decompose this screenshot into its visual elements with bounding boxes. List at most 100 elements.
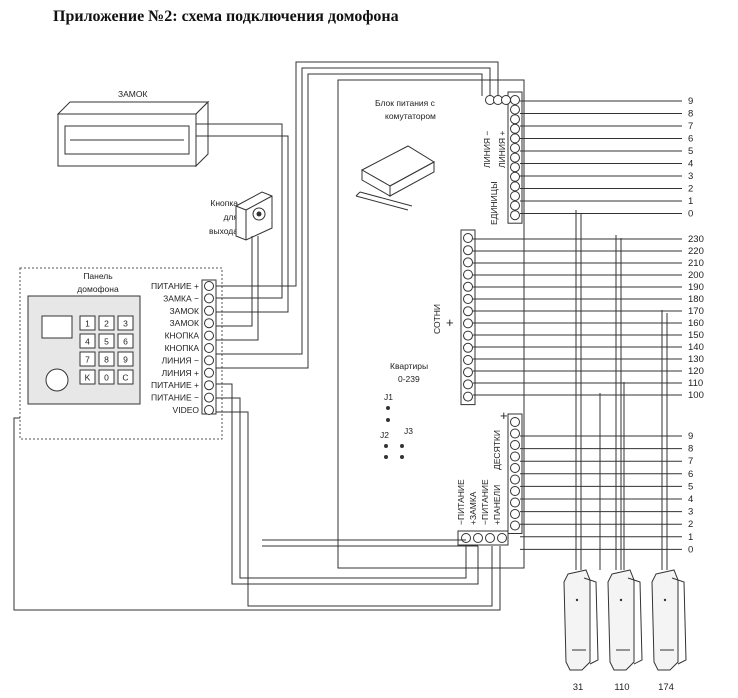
terminal [510, 428, 520, 439]
power-terminal [473, 533, 483, 543]
bottom-term-2: +ЗАМКА [468, 491, 478, 525]
terminal [510, 104, 520, 115]
jumper-j3: J3 [404, 426, 413, 436]
handset: 174 [651, 569, 687, 693]
terminal [463, 379, 473, 390]
panel-terminal-label: VIDEO [173, 405, 200, 415]
keypad-key-label: 5 [104, 337, 109, 347]
jumper-j2: J2 [380, 430, 389, 440]
terminal [510, 152, 520, 163]
panel-terminals: ПИТАНИЕ +ЗАМКА −ЗАМОКЗАМОККНОПКАКНОПКАЛИ… [151, 281, 214, 415]
units-output-label: 0 [688, 209, 693, 220]
tens-terminal-block [507, 413, 523, 534]
keypad-key [98, 369, 115, 385]
panel-terminal [204, 367, 214, 378]
power-terminal [497, 533, 507, 543]
panel-terminal [204, 380, 214, 391]
exit-button-device: Кнопка для выхода [209, 191, 273, 241]
apartments-label-2: 0-239 [398, 374, 420, 384]
keypad-key-label: 2 [104, 319, 109, 329]
hundreds-terminal-block [460, 229, 476, 406]
keypad-key-label: 8 [104, 355, 109, 365]
tens-label: ДЕСЯТКИ [492, 430, 502, 470]
tens-output-label: 2 [688, 519, 693, 530]
terminal [510, 200, 520, 211]
terminal [510, 474, 520, 485]
hundreds-output-label: 140 [688, 342, 704, 353]
terminal [463, 257, 473, 268]
units-output-label: 6 [688, 134, 693, 145]
keypad-key-label: 9 [123, 355, 128, 365]
hundreds-output-label: 160 [688, 318, 704, 329]
terminal [510, 497, 520, 508]
hundreds-output-label: 200 [688, 270, 704, 281]
hundreds-output-label: 210 [688, 258, 704, 269]
handset: 31 [563, 569, 599, 693]
liniya-minus-label: ЛИНИЯ − [482, 131, 492, 168]
units-output-label: 4 [688, 159, 693, 170]
handset: 110 [607, 569, 643, 693]
units-terminal-block [485, 91, 523, 224]
panel-terminal-label: ЛИНИЯ − [162, 355, 199, 365]
units-output-label: 1 [688, 196, 693, 207]
hundreds-output-label: 190 [688, 282, 704, 293]
keypad-key-label: 4 [85, 337, 90, 347]
lock-device: ЗАМОК [56, 89, 210, 168]
panel-terminal-label: КНОПКА [165, 343, 200, 353]
panel-terminal-label: ПИТАНИЕ + [151, 281, 199, 291]
panel-terminal [204, 343, 214, 353]
units-output-label: 3 [688, 171, 693, 182]
units-output-label: 8 [688, 109, 693, 120]
panel-terminal-label: ЗАМОК [170, 306, 199, 316]
keypad-key [98, 333, 115, 349]
handset-label: 31 [573, 682, 584, 693]
keypad-key [79, 351, 96, 367]
handset-label: 110 [614, 682, 629, 693]
keypad-key-label: C [122, 373, 128, 383]
keypad-key-label: 6 [123, 337, 128, 347]
terminal [510, 133, 520, 144]
tens-sign: + [500, 408, 508, 423]
bottom-term-1: −ПИТАНИЕ [456, 479, 466, 525]
tens-output-label: 3 [688, 507, 693, 518]
apartments-label-1: Квартиры [390, 361, 428, 371]
tens-output-label: 9 [688, 431, 693, 442]
terminal [510, 171, 520, 182]
terminal [463, 281, 473, 292]
power-unit-label-1: Блок питания с [375, 98, 436, 108]
panel-title-2: домофона [77, 284, 119, 294]
terminal [510, 210, 520, 221]
terminal [510, 162, 520, 173]
tens-output-label: 8 [688, 444, 693, 455]
panel-terminal [204, 355, 214, 366]
hundreds-label: СОТНИ [432, 304, 442, 334]
exit-button-label-3: выхода [209, 226, 238, 236]
tens-output-label: 4 [688, 494, 693, 505]
hundreds-output-label: 120 [688, 366, 704, 377]
terminal [463, 330, 473, 341]
terminal [510, 95, 520, 105]
keypad-key [117, 315, 134, 331]
terminal [463, 342, 473, 353]
keypad-key [79, 315, 96, 331]
switch-board [337, 79, 525, 569]
bottom-term-3: −ПИТАНИЕ [480, 479, 490, 525]
panel-terminal-label: ЗАМКА − [163, 293, 199, 303]
terminal [463, 318, 473, 329]
terminal [510, 486, 520, 496]
apartment-output-lines: 9876543210230220210200190180170160150140… [473, 96, 704, 570]
exit-button-label-1: Кнопка [210, 198, 238, 208]
units-output-label: 7 [688, 121, 693, 132]
hundreds-output-label: 130 [688, 354, 704, 365]
terminal [510, 191, 520, 201]
terminal [510, 417, 520, 427]
power-unit-label-2: комутатором [385, 111, 436, 121]
terminal [463, 294, 473, 304]
keypad-key-label: K [85, 373, 91, 383]
terminal [510, 143, 520, 153]
panel-terminal [204, 330, 214, 341]
keypad-key [98, 351, 115, 367]
bottom-term-4: +ПАНЕЛИ [492, 485, 502, 525]
exit-button-label-2: для [223, 212, 238, 222]
